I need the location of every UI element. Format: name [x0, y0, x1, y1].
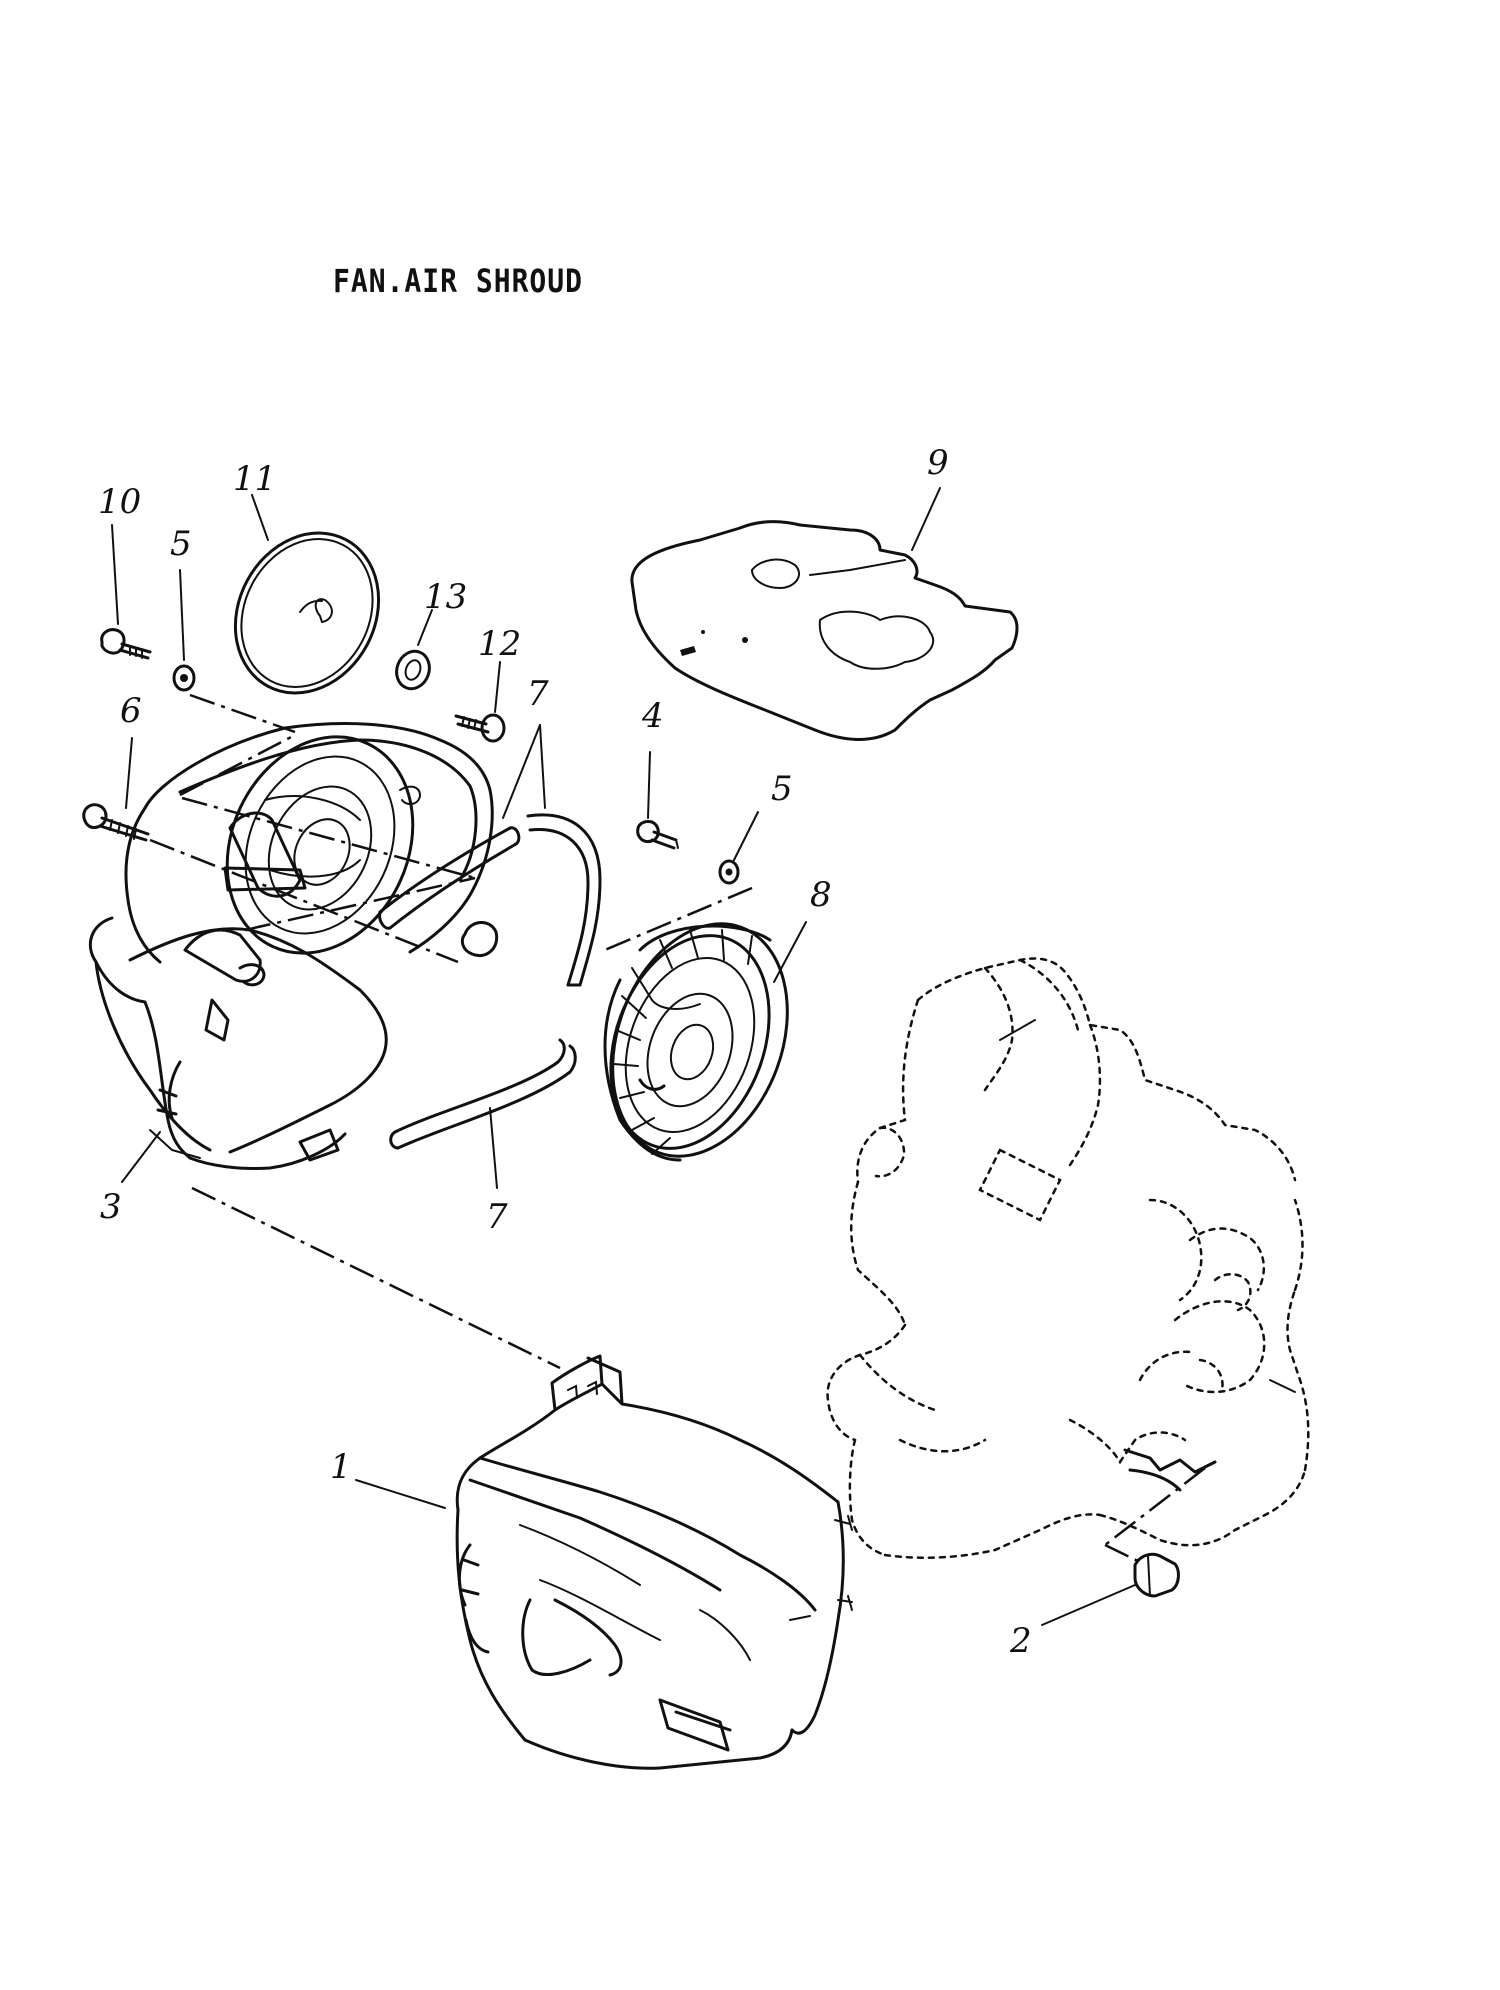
callout-7-bottom: 7 [486, 1197, 508, 1237]
part-7-hose-lower [389, 1038, 577, 1189]
callout-5-right: 5 [771, 769, 793, 809]
engine-block-outline [826, 957, 1310, 1564]
callout-10: 10 [98, 482, 141, 522]
callout-1: 1 [330, 1447, 352, 1487]
part-13-washer [395, 609, 433, 691]
callout-11: 11 [233, 459, 276, 499]
part-9-gasket-plate [630, 487, 1019, 741]
part-7-hose-upper-left [378, 724, 541, 930]
part-2-nut [1041, 1552, 1180, 1626]
part-5-washer-left [172, 569, 196, 692]
callout-13: 13 [424, 577, 467, 617]
callout-8: 8 [810, 875, 832, 915]
callout-7-top: 7 [527, 674, 549, 714]
callout-3: 3 [100, 1187, 122, 1227]
part-10-bolt [100, 524, 152, 660]
callout-9: 9 [927, 443, 949, 483]
callout-labels: 10 5 11 13 12 7 9 6 4 5 8 3 7 1 2 [98, 443, 1032, 1661]
callout-4: 4 [641, 696, 664, 736]
part-7-hose-upper-right [526, 724, 602, 987]
part-3-fan-housing [88, 693, 561, 1370]
callout-5-left: 5 [170, 524, 192, 564]
part-4-bolt [636, 751, 679, 850]
part-6-bolt [82, 737, 459, 964]
part-12-screw [454, 661, 506, 743]
part-5-washer-right [599, 811, 759, 954]
callout-6: 6 [120, 691, 142, 731]
diagram-title: FAN.AIR SHROUD [333, 262, 584, 300]
callout-12: 12 [478, 624, 521, 664]
part-8-flywheel-fan [603, 921, 807, 1162]
callout-2: 2 [1009, 1621, 1032, 1661]
part-11-fan-cover [233, 494, 381, 695]
part-1-air-shroud [355, 1354, 853, 1770]
